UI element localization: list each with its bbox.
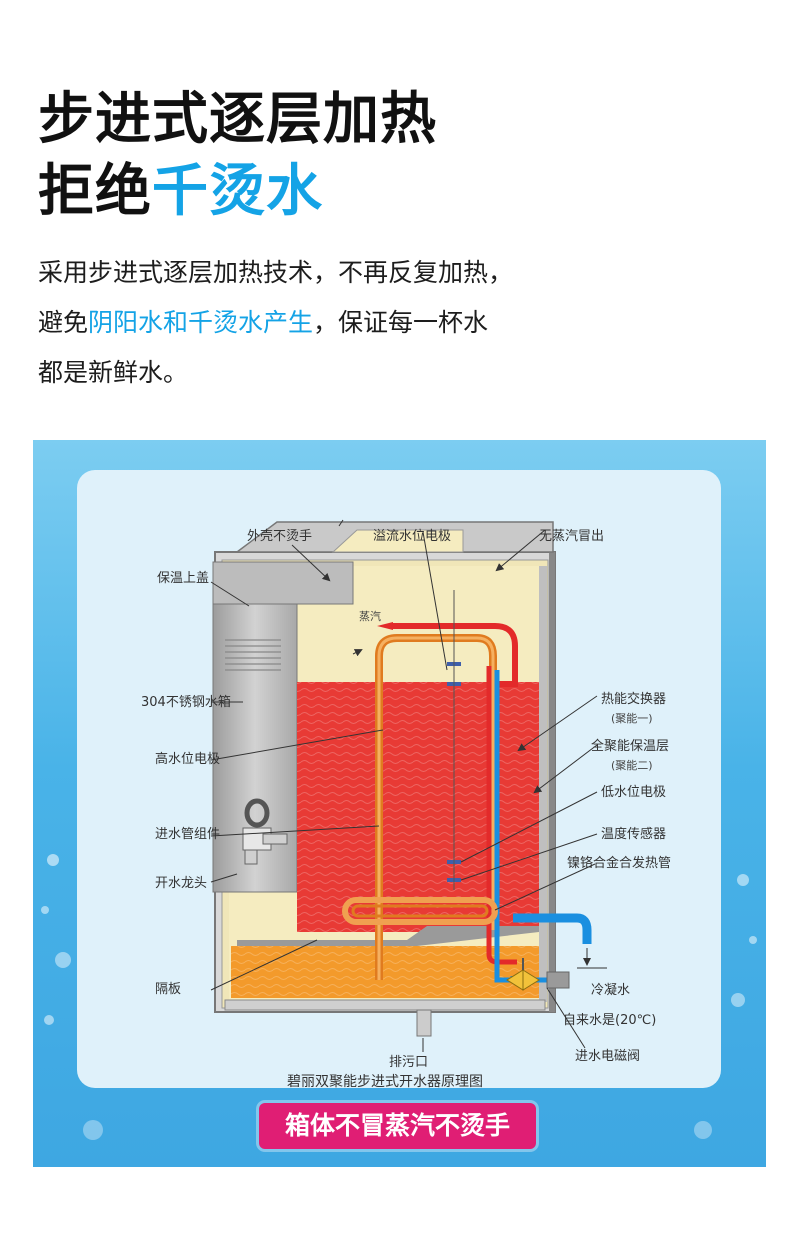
- insulated-cover: [234, 521, 554, 553]
- inlet-solenoid-valve: [506, 958, 570, 991]
- label-high-electrode: 高水位电极: [155, 751, 220, 767]
- page-title-line1: 步进式逐层加热: [38, 87, 437, 152]
- diagram-panel: 外壳不烫手 溢流水位电极 无蒸汽冒出 保温上盖 蒸汽 304不锈钢水箱 热能交换…: [33, 440, 766, 1167]
- description-highlight: 阴阳水和千烫水产生: [88, 308, 314, 337]
- hot-water-zone: [297, 682, 539, 932]
- partition-plate: [237, 926, 539, 946]
- boiler-diagram: 外壳不烫手 溢流水位电极 无蒸汽冒出 保温上盖 蒸汽 304不锈钢水箱 热能交换…: [141, 519, 671, 1088]
- label-full-insulation-sub: (聚能二): [611, 758, 653, 772]
- label-partition: 隔板: [155, 982, 181, 997]
- title-prefix: 拒绝: [38, 159, 152, 224]
- description-line3: 都是新鲜水。: [38, 358, 189, 387]
- warm-water-zone: [231, 946, 539, 998]
- label-low-electrode: 低水位电极: [601, 785, 666, 800]
- feature-badge: 箱体不冒蒸汽不烫手: [259, 1103, 536, 1149]
- label-drain: 排污口: [389, 1055, 428, 1070]
- label-no-steam: 无蒸汽冒出: [539, 529, 604, 544]
- label-shell: 外壳不烫手: [247, 529, 312, 544]
- label-full-insulation: 全聚能保温层: [591, 738, 669, 754]
- label-insulated-cover: 保温上盖: [157, 571, 209, 586]
- label-heat-exchanger: 热能交换器: [601, 691, 666, 707]
- page-title-line2: 拒绝千烫水: [38, 164, 323, 220]
- label-inlet-valve: 进水电磁阀: [575, 1049, 640, 1064]
- cold-water-pipe: [513, 913, 592, 944]
- label-faucet: 开水龙头: [155, 876, 207, 891]
- base-plate: [224, 999, 546, 1011]
- label-condensed-water: 冷凝水: [591, 982, 630, 998]
- description: 采用步进式逐层加热技术，不再反复加热， 避免阴阳水和千烫水产生，保证每一杯水 都…: [38, 248, 513, 398]
- label-inlet-assembly: 进水管组件: [155, 827, 220, 842]
- diagram-card: 外壳不烫手 溢流水位电极 无蒸汽冒出 保温上盖 蒸汽 304不锈钢水箱 热能交换…: [77, 470, 721, 1088]
- faucet-icon: [242, 798, 288, 865]
- label-tap-water: 自来水是(20℃): [563, 1013, 656, 1028]
- heating-element: [342, 897, 498, 925]
- title-accent: 千烫水: [152, 159, 323, 224]
- water-bubbles-background: [41, 854, 757, 1140]
- steam-pipe: [393, 623, 518, 687]
- description-prefix: 避免: [38, 308, 89, 337]
- description-suffix: ，保证每一杯水: [313, 308, 489, 337]
- label-overflow-electrode: 溢流水位电极: [373, 529, 451, 544]
- label-heat-exchanger-sub: (聚能一): [611, 711, 653, 725]
- diagram-caption: 碧丽双聚能步进式开水器原理图: [287, 1074, 483, 1088]
- description-line2: 避免阴阳水和千烫水产生，保证每一杯水: [38, 298, 513, 348]
- description-line1: 采用步进式逐层加热技术，不再反复加热，: [38, 258, 514, 287]
- label-tank: 304不锈钢水箱: [141, 694, 231, 710]
- label-temp-sensor: 温度传感器: [601, 826, 666, 842]
- label-heating-tube: 镍铬合金合发热管: [567, 855, 671, 871]
- drain-pipe: [416, 1009, 432, 1037]
- label-steam: 蒸汽: [359, 609, 381, 623]
